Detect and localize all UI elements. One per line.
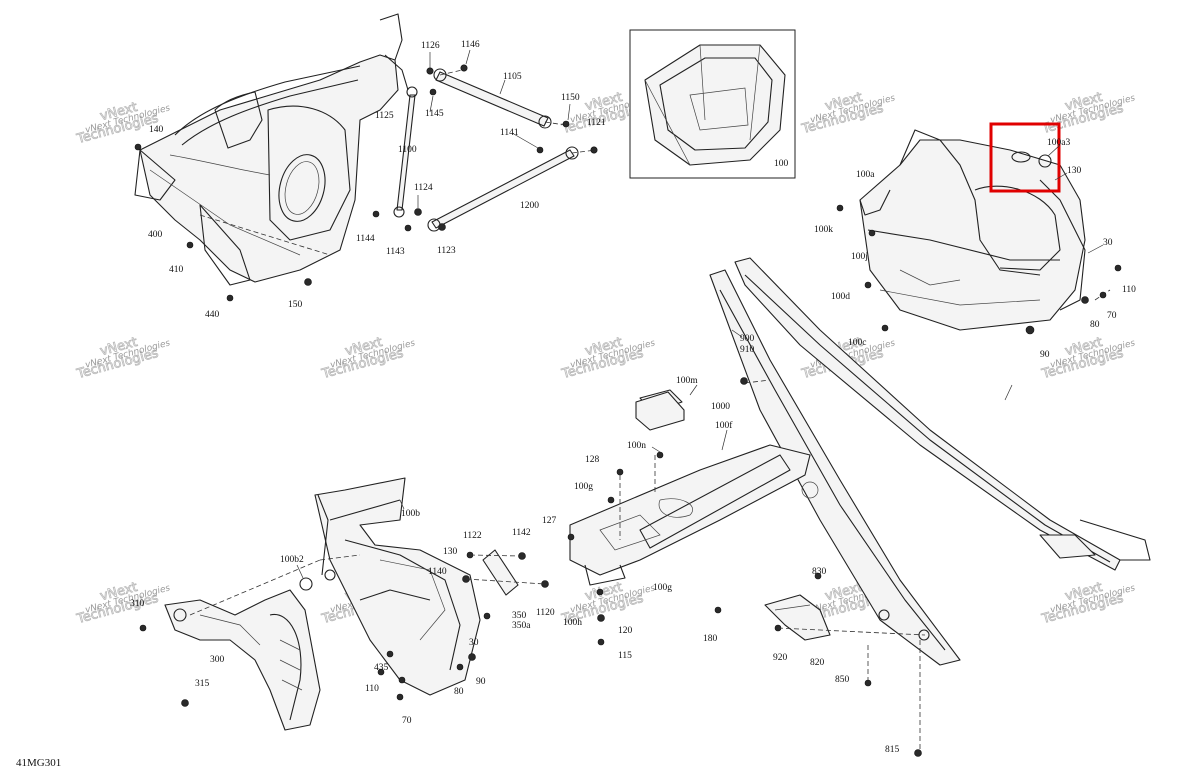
part-label-1100: 1100: [398, 145, 417, 155]
part-label-100m: 100m: [676, 376, 698, 386]
part-label-830: 830: [812, 567, 827, 577]
diagram-reference-code: 41MG301: [16, 757, 61, 769]
part-label-100b2: 100b2: [280, 555, 304, 565]
part-label-30: 30: [469, 638, 479, 648]
part-label-400: 400: [148, 230, 163, 240]
part-label-115: 115: [618, 651, 632, 661]
part-label-435: 435: [374, 663, 389, 673]
skid-plate-assembly: [569, 389, 819, 586]
part-label-310: 310: [130, 599, 145, 609]
part-label-100: 100: [774, 159, 789, 169]
part-label-100g: 100g: [574, 482, 593, 492]
part-label-70: 70: [1107, 311, 1117, 321]
part-label-1123: 1123: [437, 246, 456, 256]
part-label-140: 140: [149, 125, 164, 135]
skid-plate-fasteners: [567, 377, 748, 646]
part-label-100f: 100f: [715, 420, 733, 431]
part-label-128: 128: [585, 455, 600, 465]
part-label-910: 910: [740, 345, 755, 355]
part-label-1000: 1000: [711, 402, 730, 412]
part-label-1126: 1126: [421, 41, 440, 51]
part-label-850: 850: [835, 675, 850, 685]
lower-frame-fasteners: [377, 549, 549, 701]
part-label-100c: 100c: [848, 338, 866, 348]
part-label-30: 30: [1103, 238, 1113, 248]
part-label-100a3: 100a3: [1047, 138, 1070, 148]
highlight-box: [989, 122, 1061, 193]
part-label-1150: 1150: [561, 93, 580, 103]
part-label-815: 815: [885, 745, 900, 755]
part-label-100a: 100a: [856, 170, 875, 180]
leader-lines: [296, 49, 1104, 579]
part-label-100j: 100j: [851, 252, 868, 262]
side-rail-900-910: [709, 257, 1151, 666]
bracket-820-920: [764, 572, 926, 757]
part-label-1120: 1120: [536, 608, 555, 618]
part-label-820: 820: [810, 658, 825, 668]
part-label-127: 127: [542, 516, 557, 526]
part-label-300: 300: [210, 655, 225, 665]
part-label-440: 440: [205, 310, 220, 320]
part-label-1144: 1144: [356, 234, 375, 244]
lower-frame-100b: [299, 477, 481, 696]
part-label-100d: 100d: [831, 292, 850, 302]
bracket-300: [139, 554, 361, 731]
part-label-120: 120: [618, 626, 633, 636]
part-label-130: 130: [443, 547, 458, 557]
part-label-350: 350: [512, 611, 527, 621]
part-label-1142: 1142: [512, 528, 531, 538]
part-label-100h: 100h: [563, 618, 582, 628]
part-label-90: 90: [476, 677, 486, 687]
callout-labels: 1126 1146 1105 1150 1125 1145 1141 1121 1100 1124…: [130, 40, 1136, 755]
part-label-130: 130: [1067, 166, 1082, 176]
part-label-350a: 350a: [512, 621, 531, 631]
part-label-80: 80: [454, 687, 464, 697]
part-label-1146: 1146: [461, 40, 480, 50]
part-label-1145: 1145: [425, 109, 444, 119]
part-label-80: 80: [1090, 320, 1100, 330]
rod-fasteners: [134, 64, 598, 302]
part-label-1105: 1105: [503, 72, 522, 82]
part-label-1124: 1124: [414, 183, 433, 193]
part-label-70: 70: [402, 716, 412, 726]
rear-frame-fasteners: [836, 204, 1122, 335]
part-label-900: 900: [740, 334, 755, 344]
part-label-110: 110: [1122, 285, 1136, 295]
part-label-410: 410: [169, 265, 184, 275]
part-label-90: 90: [1040, 350, 1050, 360]
part-label-315: 315: [195, 679, 210, 689]
rear-frame-assembly: [859, 129, 1111, 331]
part-label-150: 150: [288, 300, 303, 310]
part-label-1200: 1200: [520, 201, 539, 211]
part-label-1121: 1121: [587, 118, 606, 128]
rod-assemblies: [393, 68, 597, 232]
part-label-920: 920: [773, 653, 788, 663]
part-label-1143: 1143: [386, 247, 405, 257]
part-label-1141: 1141: [500, 128, 519, 138]
part-label-100b: 100b: [401, 509, 420, 519]
part-label-110: 110: [365, 684, 379, 694]
part-label-1140: 1140: [428, 567, 447, 577]
part-label-100k: 100k: [814, 225, 833, 235]
part-label-100n: 100n: [627, 441, 646, 451]
part-label-100g: 100g: [653, 583, 672, 593]
part-label-1122: 1122: [463, 531, 482, 541]
inset-frame-100: [629, 29, 796, 179]
front-frame-assembly: [134, 13, 409, 286]
part-label-1125: 1125: [375, 111, 394, 121]
part-label-180: 180: [703, 634, 718, 644]
